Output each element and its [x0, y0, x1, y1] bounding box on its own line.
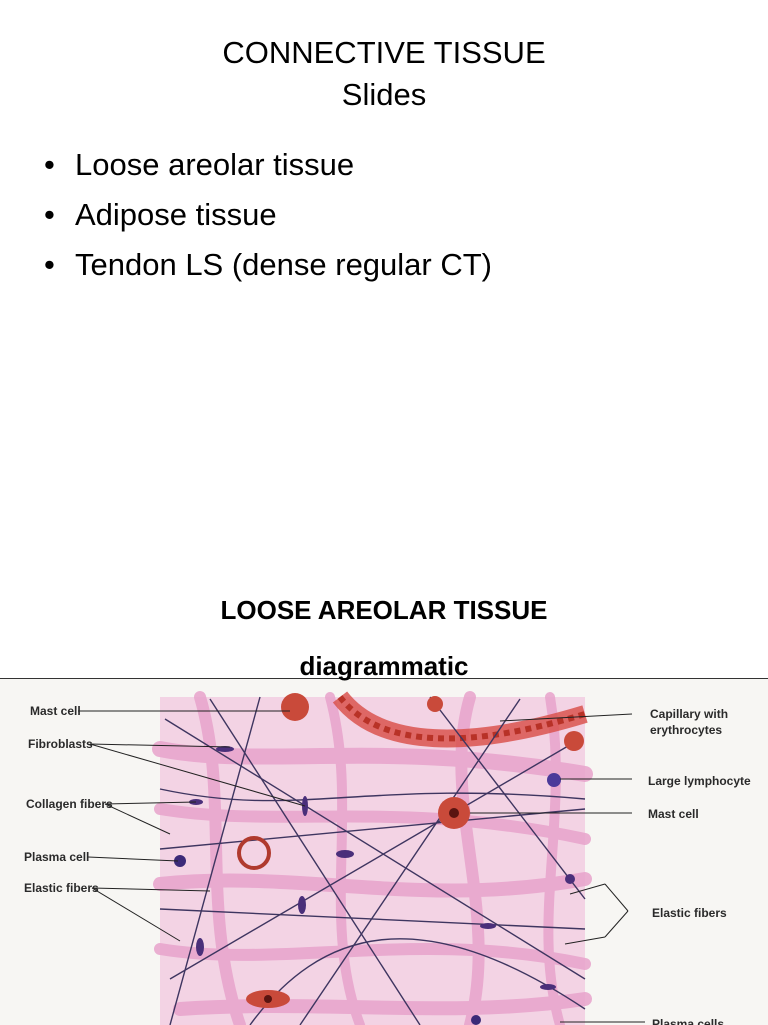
label-collagen-fibers: Collagen fibers: [26, 797, 113, 811]
tissue-illustration: [152, 691, 593, 1025]
tissue-diagram: Mast cell Fibroblasts Collagen fibers Pl…: [0, 678, 768, 1025]
bullet-icon: •: [44, 147, 55, 182]
slide2-subtitle: diagrammatic: [299, 651, 469, 681]
bullet-item: • Tendon LS (dense regular CT): [44, 240, 492, 290]
label-large-lymphocyte: Large lymphocyte: [648, 774, 751, 788]
label-elastic-fibers-right: Elastic fibers: [652, 906, 727, 920]
bullet-text: Adipose tissue: [75, 197, 277, 232]
bullet-icon: •: [44, 247, 55, 282]
slide-title-line1: CONNECTIVE TISSUE: [222, 35, 546, 70]
bullet-text: Tendon LS (dense regular CT): [75, 247, 493, 282]
label-fibroblasts: Fibroblasts: [28, 737, 93, 751]
bullet-icon: •: [44, 197, 55, 232]
label-plasma-cell: Plasma cell: [24, 850, 89, 864]
bullet-text: Loose areolar tissue: [75, 147, 355, 182]
slide2-title: LOOSE AREOLAR TISSUE: [220, 595, 548, 625]
label-capillary-line2: erythrocytes: [650, 723, 722, 737]
label-mast-cell-right: Mast cell: [648, 807, 699, 821]
label-mast-cell-left: Mast cell: [30, 704, 81, 718]
slide-title-line2: Slides: [341, 77, 427, 112]
label-plasma-cells-right: Plasma cells: [652, 1017, 724, 1025]
bullet-item: • Adipose tissue: [44, 190, 492, 240]
tissue-diagram-svg: Mast cell Fibroblasts Collagen fibers Pl…: [24, 691, 751, 1025]
leader-lines: [78, 710, 645, 1023]
label-elastic-fibers-left: Elastic fibers: [24, 881, 99, 895]
slide-title: CONNECTIVE TISSUE Slides: [0, 32, 768, 116]
bullet-item: • Loose areolar tissue: [44, 140, 492, 190]
label-capillary-line1: Capillary with: [650, 707, 728, 721]
bullet-list: • Loose areolar tissue • Adipose tissue • T…: [44, 140, 492, 290]
